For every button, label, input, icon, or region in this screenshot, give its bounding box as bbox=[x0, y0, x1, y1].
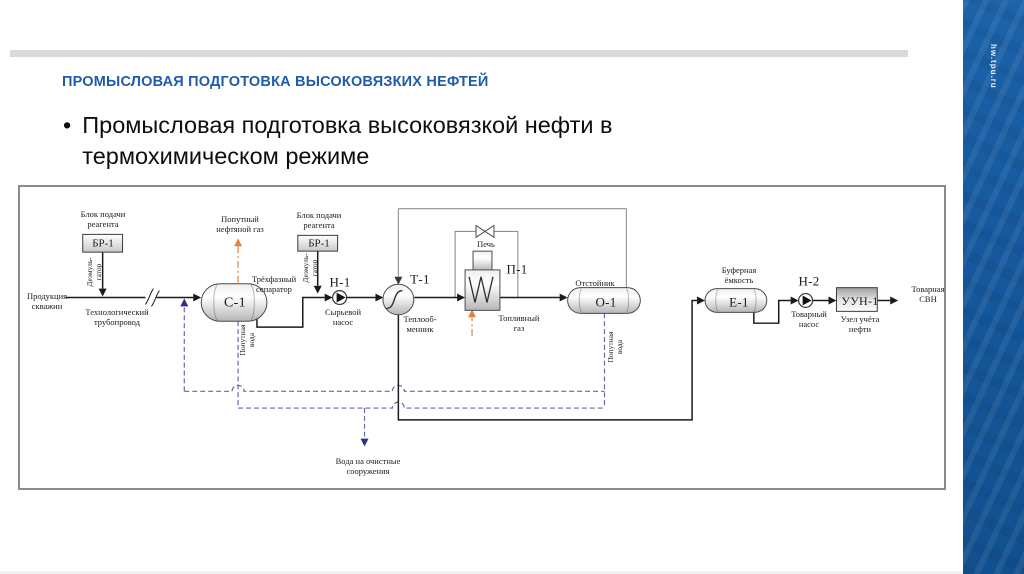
furnace-tag: П-1 bbox=[506, 261, 528, 277]
process-diagram: Блок подачи реагента БР-1 Деэмуль- гатор… bbox=[18, 185, 946, 490]
pump-h2-icon bbox=[798, 292, 814, 308]
arrowhead-icon bbox=[697, 296, 706, 305]
valve-icon bbox=[475, 224, 486, 239]
bottom-strip bbox=[0, 571, 963, 574]
side-band: hw.tpu.ru bbox=[963, 0, 1024, 574]
h1-to-t1-line bbox=[346, 293, 384, 302]
pipe-break-icon bbox=[145, 288, 160, 307]
reagent-box-1 bbox=[82, 233, 124, 253]
vessel-e1 bbox=[704, 288, 768, 313]
buffer-label: Буферная ёмкость bbox=[721, 264, 757, 285]
reagent-box-2 bbox=[297, 234, 339, 252]
reagent-box-tag: БР-1 bbox=[308, 237, 330, 250]
h2-to-uun-line bbox=[812, 296, 837, 305]
demulsifier-label: Деэмуль- гатор bbox=[85, 257, 103, 287]
settler-tag: О-1 bbox=[595, 294, 617, 310]
gas-arrowhead-icon bbox=[234, 238, 243, 247]
furnace-bypass bbox=[454, 224, 519, 298]
arrowhead-icon bbox=[324, 293, 333, 302]
arrowhead-icon bbox=[313, 285, 322, 294]
bullet-item: • Промысловая подготовка высоковязкой не… bbox=[63, 110, 703, 172]
recycle-arrowhead-icon bbox=[394, 276, 403, 285]
diagram-canvas bbox=[65, 208, 899, 447]
t1-to-e1-line bbox=[397, 296, 706, 421]
uun-outlet-line bbox=[877, 296, 899, 305]
reagent-box-tag: БР-1 bbox=[92, 237, 114, 250]
feed-pump-tag: Н-1 bbox=[329, 274, 351, 290]
pipeline-label: Технологический трубопровод bbox=[85, 306, 149, 327]
assoc-gas-label: Попутный нефтяной газ bbox=[216, 213, 264, 234]
product-pump-tag: Н-2 bbox=[798, 273, 820, 289]
feed-pump-label: Сырьевой насос bbox=[324, 306, 362, 327]
valve-icon bbox=[484, 224, 495, 239]
gas-lines bbox=[234, 238, 477, 337]
produced-water-label: Попутная вода bbox=[606, 331, 624, 363]
t1-to-furnace-line bbox=[414, 293, 466, 302]
top-gray-strip bbox=[10, 50, 908, 57]
water-treatment-label: Вода на очистные сооружения bbox=[335, 455, 401, 476]
metering-label: Узел учёта нефти bbox=[840, 313, 880, 334]
page-title: ПРОМЫСЛОВАЯ ПОДГОТОВКА ВЫСОКОВЯЗКИХ НЕФТ… bbox=[62, 74, 489, 90]
vessel-o1 bbox=[567, 287, 641, 314]
arrowhead-icon bbox=[890, 296, 899, 305]
pipe-break-gap bbox=[145, 288, 157, 307]
arrowhead-icon bbox=[193, 293, 202, 302]
arrowhead-icon bbox=[98, 288, 107, 297]
arrowhead-icon bbox=[375, 293, 384, 302]
water-arrowhead-up-icon bbox=[180, 298, 189, 307]
separator-label: Трёхфазный сепаратор bbox=[251, 273, 297, 294]
fuel-gas-label: Топливный газ bbox=[498, 312, 540, 333]
c1-outlet-line bbox=[256, 293, 333, 328]
produced-water-label: Попутная вода bbox=[238, 324, 256, 356]
arrowhead-icon bbox=[559, 293, 568, 302]
pump-h1-icon bbox=[332, 290, 348, 306]
furnace-p1-icon bbox=[464, 250, 501, 311]
furnace-label: Печь bbox=[477, 238, 495, 249]
furnace-to-o1-line bbox=[499, 293, 568, 302]
well-products-label: Продукция скважин bbox=[26, 290, 68, 311]
vessel-c1 bbox=[200, 283, 268, 322]
e1-outlet-line bbox=[753, 296, 799, 324]
product-pump-label: Товарный насос bbox=[791, 308, 827, 329]
hx-tag: Т-1 bbox=[410, 271, 430, 287]
metering-tag: УУН-1 bbox=[841, 293, 879, 308]
arrowhead-icon bbox=[828, 296, 837, 305]
produced-water-network bbox=[180, 298, 606, 447]
bullet-marker: • bbox=[63, 112, 72, 138]
demulsifier-label: Деэмуль- гатор bbox=[301, 253, 319, 283]
product-label: Товарная СВН bbox=[911, 283, 945, 304]
bullet-text: Промысловая подготовка высоковязкой нефт… bbox=[82, 112, 613, 170]
settler-label: Отстойник bbox=[575, 277, 615, 288]
fuel-gas-arrowhead-icon bbox=[468, 309, 477, 318]
reagent-line-1 bbox=[98, 252, 107, 297]
hx-label: Теплооб- менник bbox=[403, 313, 437, 334]
watermark-text: hw.tpu.ru bbox=[989, 44, 998, 89]
separator-tag: С-1 bbox=[224, 295, 246, 311]
main-pipeline bbox=[65, 288, 202, 307]
heat-exchanger-t1-icon bbox=[382, 283, 415, 316]
buffer-tag: Е-1 bbox=[729, 294, 749, 310]
water-arrowhead-down-icon bbox=[360, 438, 369, 447]
arrowhead-icon bbox=[790, 296, 799, 305]
reagent-line-2 bbox=[313, 251, 322, 294]
reagent-block-label: Блок подачи реагента bbox=[80, 208, 126, 229]
reagent-block-label: Блок подачи реагента bbox=[296, 209, 342, 230]
metering-box-uun bbox=[835, 287, 878, 312]
arrowhead-icon bbox=[457, 293, 466, 302]
recycle-line bbox=[394, 208, 627, 288]
